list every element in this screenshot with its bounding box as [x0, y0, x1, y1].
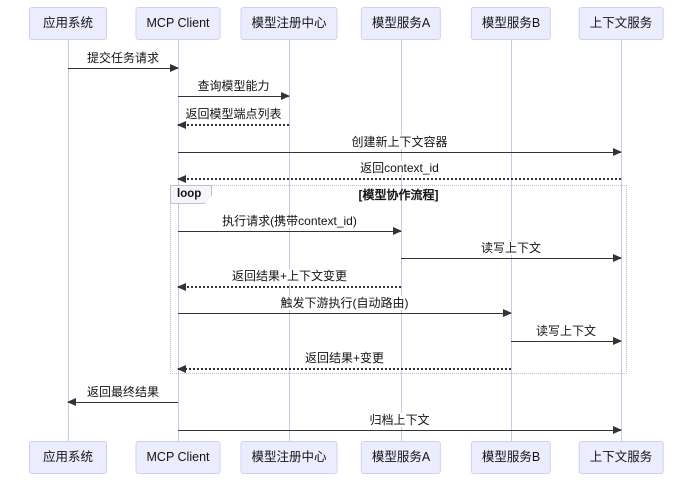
message-label-0: 提交任务请求: [83, 51, 163, 65]
actor-bottom-modelA: 模型服务A: [360, 441, 442, 474]
message-label-1: 查询模型能力: [194, 79, 273, 93]
message-label-11: 返回最终结果: [83, 385, 163, 399]
lifeline-mcp: [178, 40, 179, 442]
actor-bottom-app: 应用系统: [29, 441, 107, 474]
actor-top-mcp: MCP Client: [135, 7, 221, 40]
actor-top-registry: 模型注册中心: [240, 7, 338, 40]
message-label-7: 返回结果+上下文变更: [228, 269, 351, 283]
message-label-4: 返回context_id: [357, 161, 442, 175]
message-arrow-8: [178, 309, 512, 317]
message-label-9: 读写上下文: [532, 324, 600, 338]
message-arrow-11: [67, 398, 178, 406]
message-arrow-4: [177, 175, 621, 183]
actor-top-modelA: 模型服务A: [360, 7, 442, 40]
message-arrow-0: [68, 64, 179, 72]
message-arrow-5: [178, 227, 402, 235]
lifeline-modelA: [401, 40, 402, 442]
actor-top-app: 应用系统: [29, 7, 107, 40]
message-label-5: 执行请求(携带context_id): [219, 214, 360, 228]
lifeline-app: [68, 40, 69, 442]
message-arrow-9: [511, 337, 622, 345]
actor-top-modelB: 模型服务B: [470, 7, 552, 40]
message-label-12: 归档上下文: [366, 413, 433, 427]
message-arrow-12: [178, 426, 622, 434]
message-arrow-6: [401, 254, 622, 262]
message-arrow-2: [177, 121, 289, 129]
message-label-6: 读写上下文: [477, 241, 545, 255]
loop-label: loop: [170, 185, 213, 204]
actor-top-context: 上下文服务: [578, 7, 664, 40]
actor-bottom-context: 上下文服务: [578, 441, 664, 474]
message-label-8: 触发下游执行(自动路由): [277, 296, 412, 310]
message-label-3: 创建新上下文容器: [348, 135, 451, 149]
message-arrow-3: [178, 148, 622, 156]
actor-bottom-modelB: 模型服务B: [470, 441, 552, 474]
loop-frame: [170, 185, 627, 374]
message-arrow-7: [177, 283, 401, 291]
actor-bottom-registry: 模型注册中心: [240, 441, 338, 474]
message-label-10: 返回结果+变更: [301, 351, 388, 365]
actor-bottom-mcp: MCP Client: [135, 441, 221, 474]
message-arrow-10: [177, 365, 511, 373]
loop-title: [模型协作流程]: [358, 188, 439, 202]
lifeline-context: [621, 40, 622, 442]
lifeline-registry: [289, 40, 290, 442]
message-arrow-1: [178, 92, 290, 100]
message-label-2: 返回模型端点列表: [182, 107, 285, 121]
